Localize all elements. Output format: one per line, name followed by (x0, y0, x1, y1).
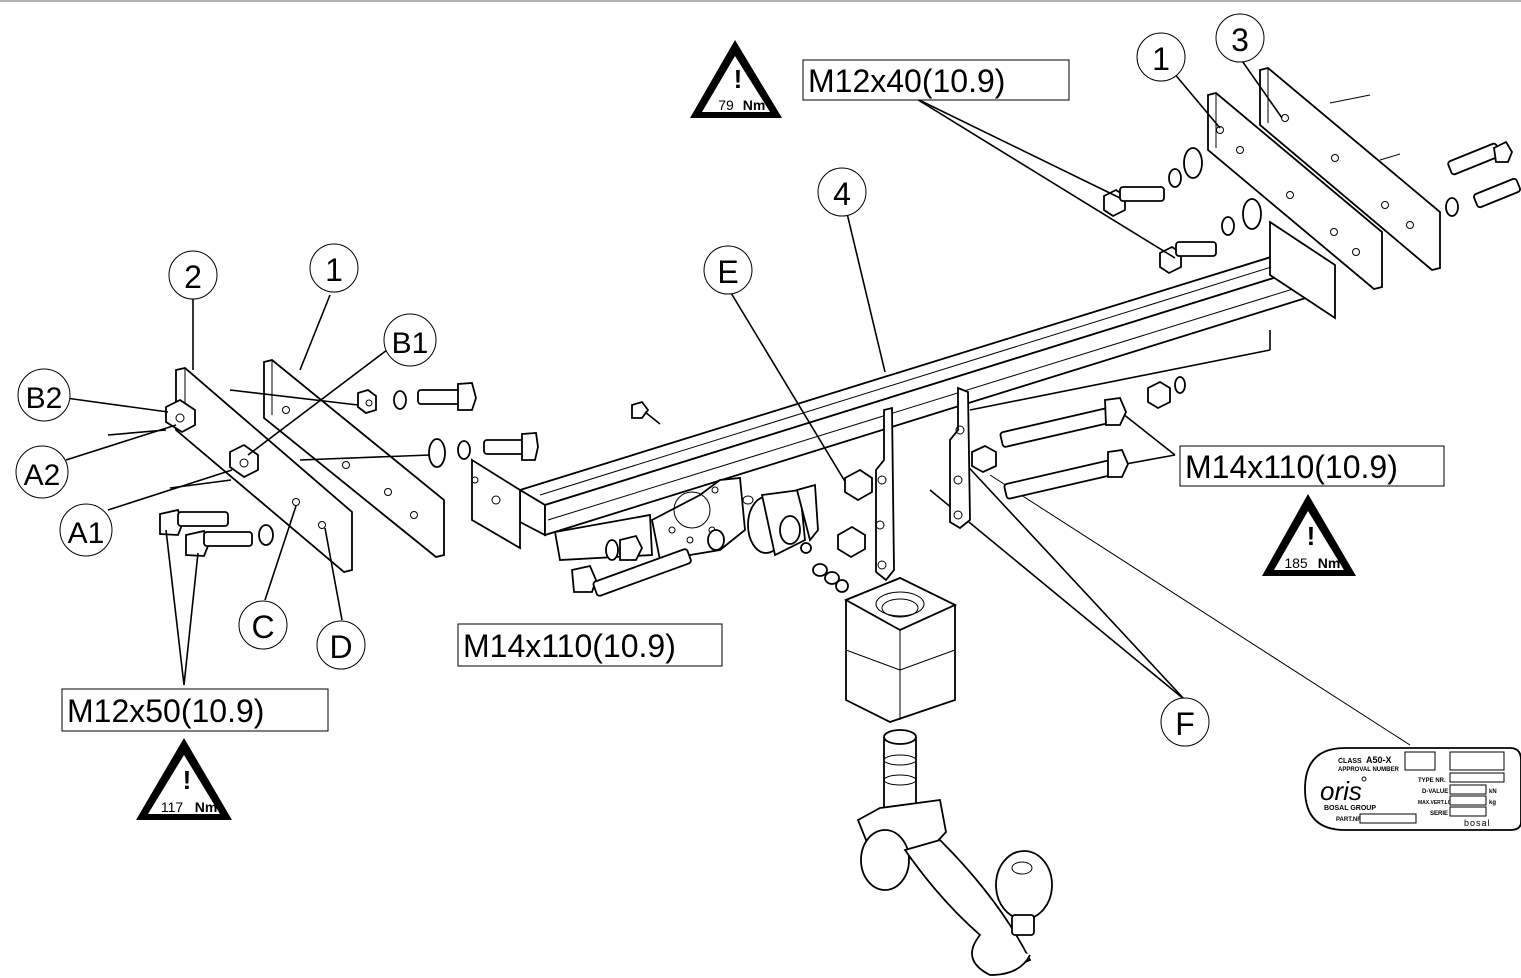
svg-text:A1: A1 (68, 517, 105, 550)
callout-d: D (316, 620, 366, 670)
mounting-plate-f-left (875, 406, 895, 582)
svg-text:kg: kg (1489, 800, 1496, 806)
spec-label-m12x50: M12x50(10.9) (61, 688, 329, 732)
svg-text:2: 2 (184, 259, 202, 295)
svg-text:oris: oris (1320, 776, 1362, 806)
tow-ball-neck (856, 729, 1053, 976)
callout-f: F (1160, 697, 1210, 747)
svg-text:4: 4 (833, 176, 851, 212)
callout-4: 4 (817, 167, 867, 217)
svg-text:E: E (717, 254, 738, 290)
center-washers (800, 542, 849, 593)
right-upper-bolts (1103, 94, 1521, 275)
svg-text:bosal: bosal (1464, 818, 1491, 828)
torque-warning-117: ! 117 Nm (136, 738, 232, 820)
svg-text:C: C (251, 609, 274, 645)
svg-text:A2: A2 (24, 459, 61, 492)
svg-text:!: ! (183, 765, 192, 795)
torque-warning-185: ! 185 Nm (1262, 494, 1356, 576)
callout-1-left: 1 (309, 243, 359, 293)
svg-text:B2: B2 (26, 382, 63, 415)
svg-text:117: 117 (161, 799, 184, 815)
spec-label-m12x40: M12x40(10.9) (802, 59, 1070, 101)
svg-text:Nm: Nm (195, 799, 218, 815)
svg-text:M12x40(10.9): M12x40(10.9) (808, 63, 1005, 99)
svg-text:D: D (329, 629, 352, 665)
callout-b1: B1 (383, 313, 437, 367)
main-cross-beam (471, 220, 1336, 550)
svg-text:APPROVAL NUMBER: APPROVAL NUMBER (1338, 767, 1399, 773)
callout-e: E (703, 245, 753, 295)
ball-mount-block (843, 577, 958, 723)
right-bracket-3 (1259, 67, 1441, 271)
svg-text:3: 3 (1231, 22, 1249, 58)
callout-1-right: 1 (1136, 32, 1186, 82)
callout-b2: B2 (17, 368, 71, 422)
center-bolts (571, 400, 725, 597)
svg-text:M14x110(10.9): M14x110(10.9) (463, 628, 676, 664)
svg-text:Nm: Nm (1318, 555, 1341, 571)
svg-text:B1: B1 (392, 327, 429, 360)
svg-text:D-VALUE: D-VALUE (1422, 789, 1448, 795)
svg-text:CLASS: CLASS (1338, 758, 1362, 765)
svg-text:F: F (1175, 706, 1195, 742)
approval-type-plate: CLASS A50-X APPROVAL NUMBER oris BOSAL G… (1304, 747, 1521, 831)
svg-text:Nm: Nm (743, 97, 766, 113)
svg-text:M12x50(10.9): M12x50(10.9) (67, 693, 264, 729)
svg-text:1: 1 (325, 252, 343, 288)
callout-a1: A1 (59, 503, 113, 557)
svg-text:79: 79 (718, 97, 734, 113)
svg-text:kN: kN (1489, 789, 1497, 795)
socket-holder (742, 483, 819, 557)
mounting-plate-f-right (949, 386, 971, 530)
svg-text:!: ! (734, 64, 743, 94)
svg-text:PART.NR: PART.NR (1336, 817, 1362, 823)
svg-text:BOSAL GROUP: BOSAL GROUP (1324, 805, 1376, 812)
svg-text:TYPE NR.: TYPE NR. (1418, 778, 1446, 784)
svg-text:M14x110(10.9): M14x110(10.9) (1185, 449, 1398, 485)
callout-a2: A2 (15, 445, 69, 499)
right-bracket-1 (1207, 92, 1383, 290)
svg-text:!: ! (1307, 521, 1316, 551)
svg-text:A50-X: A50-X (1366, 755, 1392, 765)
left-leader-lines (65, 294, 431, 686)
callout-2: 2 (168, 250, 218, 300)
center-nuts (837, 376, 1186, 559)
svg-text:SERIE: SERIE (1430, 811, 1448, 817)
long-bolts-right (999, 397, 1129, 500)
nut-b2 (165, 398, 196, 434)
svg-text:1: 1 (1152, 41, 1170, 77)
spec-label-m14x110-center: M14x110(10.9) (457, 623, 723, 667)
spec-label-m14x110-right: M14x110(10.9) (1179, 445, 1445, 487)
torque-warning-79: ! 79 Nm (690, 40, 782, 118)
left-bracket-2 (175, 367, 353, 573)
callout-c: C (238, 600, 288, 650)
right-leader-lines (727, 54, 1411, 746)
callout-3: 3 (1215, 13, 1265, 63)
svg-text:MAX.VERT.LO: MAX.VERT.LO (1418, 800, 1452, 806)
left-bolts (159, 382, 539, 557)
svg-text:185: 185 (1284, 555, 1308, 571)
